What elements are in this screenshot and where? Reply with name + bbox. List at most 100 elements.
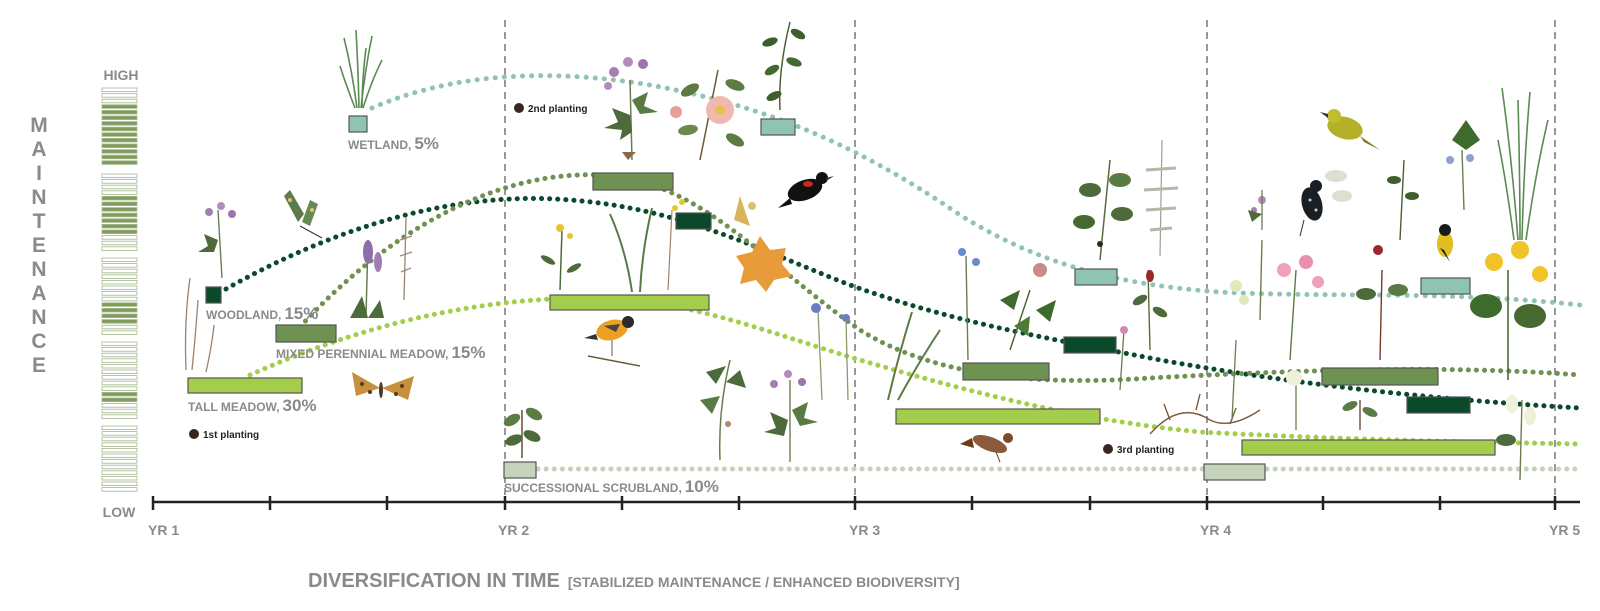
planting-marker-1: 1st planting: [189, 429, 259, 441]
wetland-bar-yr4: [1420, 277, 1471, 295]
gauge-stripe: [101, 453, 138, 458]
seedling-icon: [1342, 400, 1378, 430]
gauge-stripe: [101, 173, 138, 178]
gauge-stripe: [101, 324, 138, 330]
oriole-icon: [584, 316, 641, 367]
wetland-bar-yr3: [1074, 268, 1118, 286]
gauge-stripe: [101, 132, 138, 137]
wetland-bar-yr2: [760, 118, 796, 136]
sparrow-icon: [1299, 180, 1323, 237]
gauge-stripe: [101, 179, 138, 184]
gauge-stripe: [101, 307, 138, 313]
goldfinch-icon: [1437, 224, 1453, 262]
gauge-stripe: [101, 190, 138, 195]
fern-icon: [1143, 139, 1179, 257]
gauge-stripe: [101, 137, 138, 143]
tall-meadow-curve: [247, 295, 1583, 447]
tall-meadow-bar-yr1: [187, 377, 303, 394]
gauge-stripe: [101, 143, 138, 148]
maintenance-title-letter: M: [30, 114, 48, 137]
gauge-stripe: [101, 397, 138, 402]
planting-marker-3: 3rd planting: [1103, 444, 1174, 456]
maintenance-title-letter: I: [36, 162, 42, 185]
gauge-stripe: [101, 285, 138, 290]
gauge-stripe: [101, 436, 138, 442]
planting-marker-2: 2nd planting: [514, 103, 587, 115]
tall-meadow-bar-yr3: [895, 408, 1101, 425]
marsh-marigold-icon: [1470, 241, 1548, 380]
gauge-stripe: [101, 459, 138, 464]
mixed-meadow-bar-yr1: [275, 324, 337, 343]
creeping-plant-icon: [1149, 393, 1261, 435]
gauge-stripe: [101, 201, 138, 206]
kestrel-icon: [960, 433, 1013, 463]
wild-geranium-icon: [198, 202, 236, 279]
year-label-2: YR 2: [498, 522, 529, 538]
mixed-meadow-bar-yr2: [592, 172, 674, 191]
gauge-stripe: [101, 363, 138, 369]
gauge-stripe: [101, 154, 138, 160]
maintenance-title-letter: C: [31, 330, 47, 353]
maintenance-title-letter: E: [31, 354, 46, 377]
maintenance-title-letter: T: [32, 210, 46, 233]
gauge-stripe: [101, 330, 138, 335]
gauge-stripe: [101, 358, 138, 363]
high-label: HIGH: [104, 67, 139, 83]
wild-violet-icon: [1446, 120, 1480, 211]
tall-meadow-bar-yr2: [549, 294, 710, 311]
wetland-bar-yr1: [348, 115, 368, 133]
woodland-bar-yr3: [1063, 336, 1117, 354]
gauge-stripe: [101, 246, 138, 251]
scrubland-label: SUCCESSIONAL SCRUBLAND,10%: [504, 477, 719, 496]
gauge-stripe: [101, 347, 138, 352]
lupine-icon: [350, 217, 413, 318]
year-label-3: YR 3: [849, 522, 880, 538]
gauge-stripe: [101, 235, 138, 240]
gauge-stripe: [101, 279, 138, 285]
gauge-stripe: [101, 403, 138, 408]
gauge-stripe: [101, 110, 138, 115]
gauge-stripe: [101, 447, 138, 453]
butterfly-icon: [284, 190, 323, 239]
habitat-bars: [187, 115, 1496, 481]
year-label-5: YR 5: [1549, 522, 1580, 538]
gauge-stripe: [101, 291, 138, 296]
fern-icon: [700, 359, 746, 461]
gauge-stripe: [101, 93, 138, 98]
wild-geranium-icon: [1248, 190, 1263, 230]
planting-dot: [514, 103, 524, 113]
year-label-1: YR 1: [148, 522, 179, 538]
flowering-plant-icon: [958, 248, 1056, 361]
gauge-stripe: [101, 263, 138, 268]
gauge-stripe: [101, 121, 138, 126]
gauge-stripe: [101, 296, 138, 302]
woodland-bar-yr4: [1406, 396, 1471, 414]
gauge-stripe: [101, 341, 138, 346]
gauge-stripe: [101, 218, 138, 223]
shrub-icon: [1325, 159, 1419, 361]
woodland-label: WOODLAND,15%: [206, 304, 318, 323]
maintenance-title-letter: E: [31, 234, 46, 257]
sedge-grass-icon: [339, 29, 383, 109]
vine-icon: [762, 21, 806, 111]
gauge-stripe: [101, 380, 138, 386]
gauge-stripe: [101, 431, 138, 436]
tall-meadow-label: TALL MEADOW,30%: [188, 396, 317, 415]
maintenance-title-letter: N: [31, 258, 47, 281]
footer-title: DIVERSIFICATION IN TIME[STABILIZED MAINT…: [308, 570, 960, 592]
gauge-stripe: [101, 414, 138, 419]
woodland-curve: [223, 195, 1583, 411]
flowering-plant-icon: [540, 199, 685, 293]
gauge-stripe: [101, 98, 138, 104]
gauge-stripe: [101, 470, 138, 475]
wild-rose-icon: [670, 69, 745, 161]
flowering-plant-icon: [1496, 395, 1536, 481]
maintenance-title-letter: N: [31, 186, 47, 209]
gauge-stripe: [101, 375, 138, 380]
maple-leaf-icon: [734, 196, 792, 292]
warbler-icon: [1320, 109, 1380, 150]
maintenance-title-letter: A: [31, 138, 47, 161]
